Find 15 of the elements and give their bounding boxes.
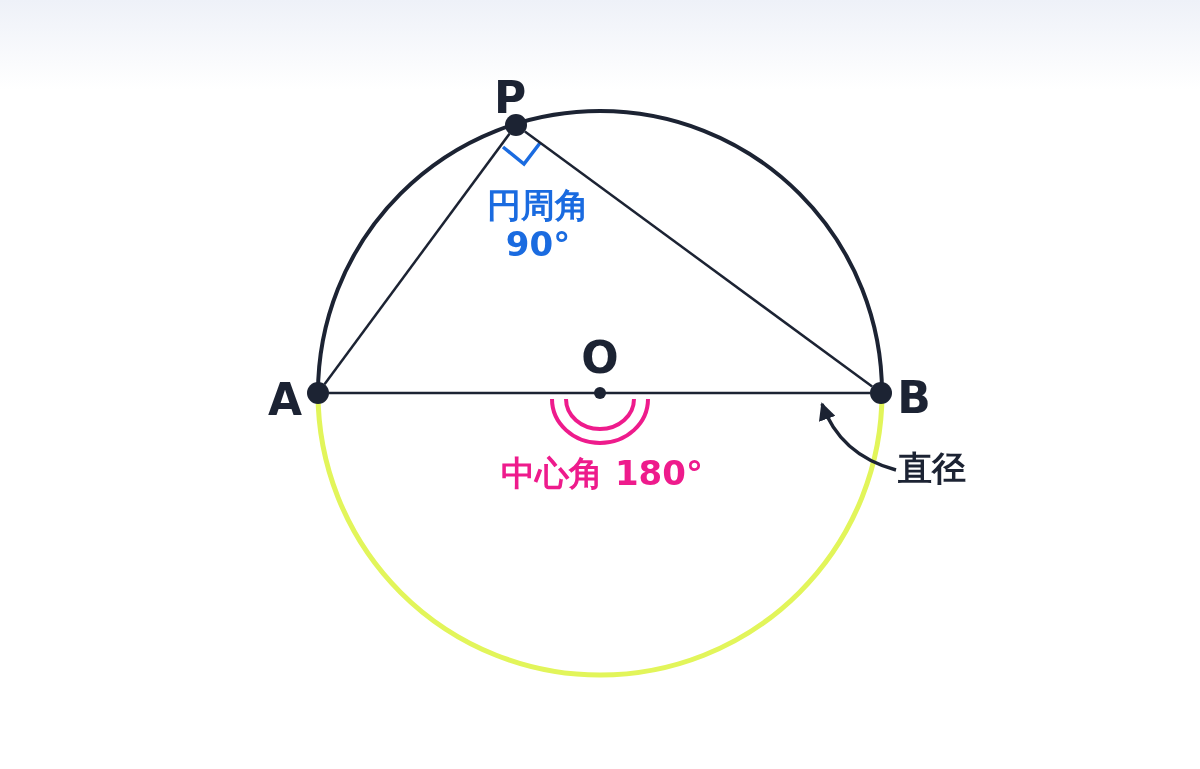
- point-dot: [594, 387, 606, 399]
- leader-line: [819, 402, 897, 472]
- point-label: B: [896, 372, 932, 424]
- line-segment: [323, 133, 511, 385]
- point-label: O: [580, 332, 620, 384]
- point-dot: [505, 114, 527, 136]
- point-label: P: [492, 72, 528, 124]
- angle-label: 円周角 90°: [486, 186, 590, 265]
- point-dot: [870, 382, 892, 404]
- point-dot: [307, 382, 329, 404]
- line-segment: [524, 130, 873, 388]
- callout-text: 直径: [898, 446, 966, 492]
- point-label: A: [266, 374, 304, 426]
- angle-label: 中心角 180°: [500, 453, 704, 493]
- line-segment: [329, 391, 870, 395]
